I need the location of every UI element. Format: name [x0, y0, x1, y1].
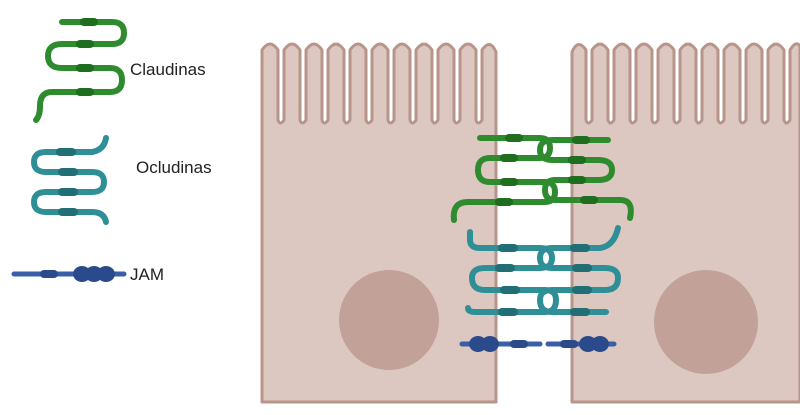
legend: Claudinas Ocludinas JAM: [14, 18, 212, 284]
right-cell-nucleus: [654, 270, 758, 374]
junction-jam-rods: [462, 336, 614, 352]
claudin-icon-beads: [76, 18, 98, 96]
legend-label-ocludinas: Ocludinas: [136, 158, 212, 177]
legend-label-jam: JAM: [130, 265, 164, 284]
legend-label-claudinas: Claudinas: [130, 60, 206, 79]
left-epithelial-cell: [262, 44, 496, 402]
jam-rod-icon: [14, 266, 124, 282]
occludin-icon-beads: [56, 148, 78, 216]
left-cell-nucleus: [339, 270, 439, 370]
